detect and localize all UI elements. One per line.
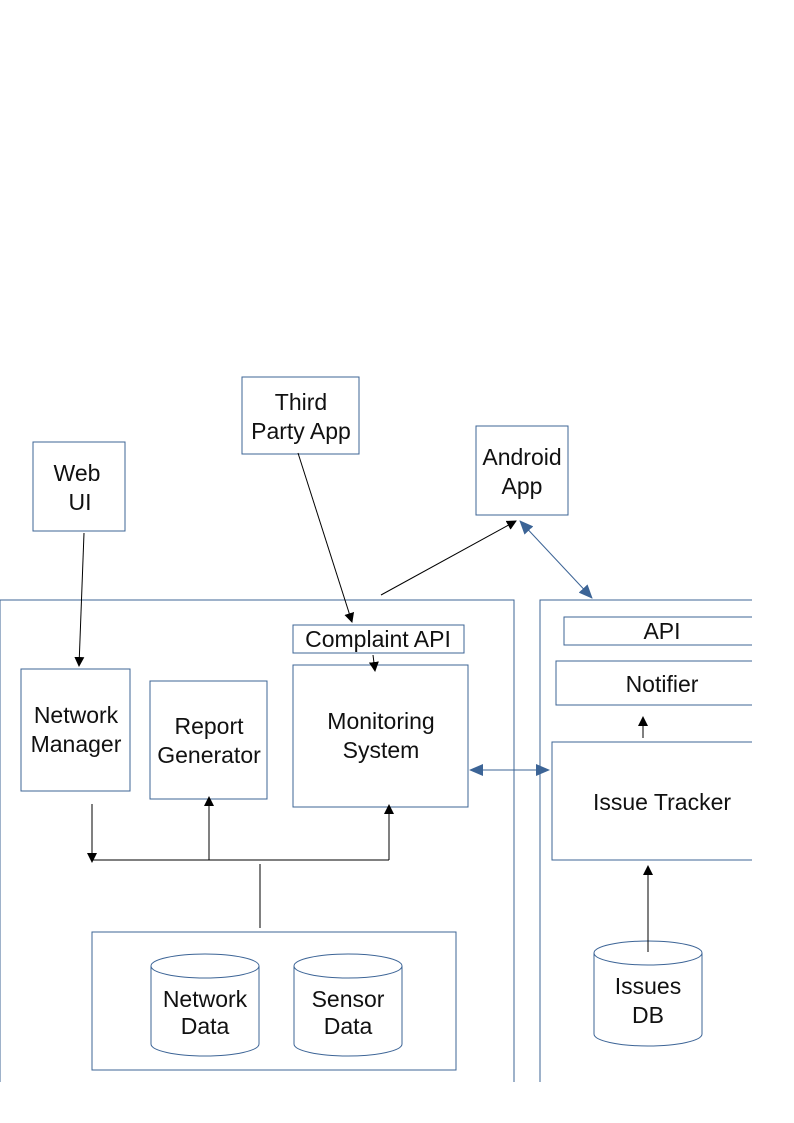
sensor-data-label-1: Sensor — [312, 986, 385, 1012]
arrow-to-android-app — [380, 520, 517, 596]
complaint-api-node: Complaint API — [292, 624, 465, 654]
third-party-app-label-1: Third — [275, 389, 327, 415]
monitoring-system-label-1: Monitoring — [327, 708, 434, 734]
report-generator-label-2: Generator — [157, 742, 261, 768]
monitoring-system-label-2: System — [343, 737, 420, 763]
arrow-complaint-api-to-monitoring — [368, 654, 379, 672]
notifier-node: Notifier — [555, 660, 752, 706]
issue-tracker-node: Issue Tracker — [551, 741, 752, 861]
network-data-label-1: Network — [163, 986, 248, 1012]
issue-system-container — [539, 599, 752, 1082]
api-node: API — [563, 616, 752, 646]
third-party-app-node: Third Party App — [241, 376, 360, 455]
arrow-thirdparty-to-complaint-api — [297, 452, 355, 623]
complaint-api-label: Complaint API — [305, 626, 451, 652]
web-ui-label-2: UI — [69, 489, 92, 515]
issues-db-label-2: DB — [632, 1002, 664, 1028]
android-app-node: Android App — [475, 425, 569, 516]
network-manager-node: Network Manager — [20, 668, 131, 792]
api-label: API — [643, 618, 680, 644]
android-app-label-1: Android — [482, 444, 561, 470]
report-generator-node: Report Generator — [149, 680, 268, 800]
monitoring-system-node: Monitoring System — [292, 664, 469, 808]
bidirectional-android-api — [519, 520, 593, 599]
arrow-webui-to-network-manager — [74, 532, 85, 667]
network-data-store: Network Data — [150, 953, 260, 1057]
network-data-label-2: Data — [181, 1013, 230, 1039]
network-manager-label-1: Network — [34, 702, 119, 728]
sensor-data-label-2: Data — [324, 1013, 373, 1039]
network-manager-label-2: Manager — [31, 731, 122, 757]
third-party-app-label-2: Party App — [251, 418, 351, 444]
issues-db-label-1: Issues — [615, 973, 681, 999]
web-ui-label-1: Web — [54, 460, 101, 486]
notifier-label: Notifier — [626, 671, 699, 697]
main-system-container — [0, 599, 515, 1082]
android-app-label-2: App — [502, 473, 543, 499]
issues-db-store: Issues DB — [593, 940, 703, 1047]
report-generator-label-1: Report — [174, 713, 244, 739]
web-ui-node: Web UI — [32, 441, 126, 532]
sensor-data-store: Sensor Data — [293, 953, 403, 1057]
issue-tracker-label: Issue Tracker — [593, 789, 731, 815]
